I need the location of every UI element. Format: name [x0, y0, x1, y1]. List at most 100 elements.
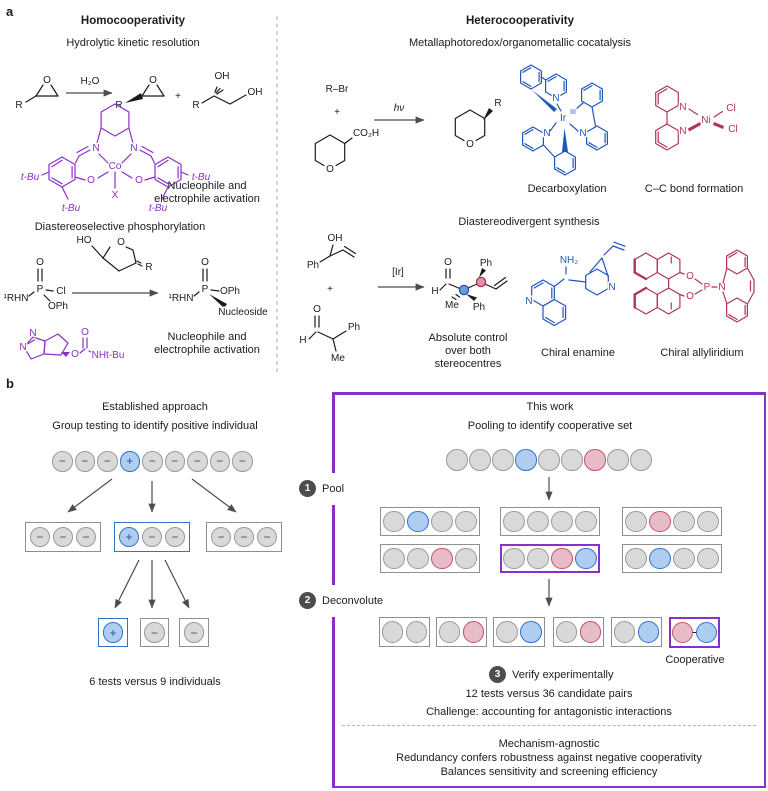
sample-circle-gray [455, 510, 477, 533]
sample-circle-gray [673, 510, 695, 533]
sample-circle-gray: − [52, 451, 73, 472]
homo-title: Homocooperativity [81, 15, 186, 27]
sample-circle-gray [527, 547, 549, 570]
sample-circle-blue [695, 621, 718, 644]
sample-circle-gray [630, 449, 652, 471]
reaction-arrow-4: [Ir] [378, 266, 425, 291]
svg-text:P: P [704, 282, 711, 293]
pair-box [436, 617, 487, 647]
svg-text:NHt-Bu: NHt-Bu [92, 350, 125, 361]
svg-text:N: N [130, 143, 137, 154]
tests-line: 12 tests versus 36 candidate pairs [465, 688, 633, 700]
single-box-positive: + [98, 618, 128, 647]
sample-circle-red [649, 510, 671, 533]
sample-circle-red [462, 621, 485, 643]
svg-text:O: O [201, 257, 209, 268]
svg-text:Cl: Cl [728, 124, 737, 135]
svg-text:N: N [608, 282, 615, 293]
reaction-arrow-1: H₂O [66, 75, 113, 97]
svg-text:N: N [92, 143, 99, 154]
sample-circle-gray [469, 449, 491, 471]
sample-circle-gray: − [256, 526, 278, 548]
individuals-row: −−−+−−−−− [52, 451, 253, 472]
sample-circle-gray [446, 449, 468, 471]
step-1-pool: 1 Pool [299, 480, 345, 497]
svg-text:t-Bu: t-Bu [21, 172, 40, 183]
hetero-scheme2-title: Diastereodivergent synthesis [458, 216, 600, 228]
sample-circle-blue [515, 449, 537, 471]
svg-text:[Ir]: [Ir] [392, 267, 404, 278]
sample-circle-gray: − [183, 622, 205, 643]
sample-circle-gray [561, 449, 583, 471]
step-1-label: Pool [322, 482, 345, 495]
svg-text:Ph: Ph [348, 322, 360, 333]
svg-text:Co: Co [109, 161, 122, 172]
sample-circle-red [671, 621, 694, 644]
pair-box [553, 617, 604, 647]
sample-circle-gray [438, 621, 461, 643]
pool-box [380, 507, 480, 536]
svg-text:N: N [543, 128, 550, 139]
pair-box [379, 617, 430, 647]
thiswork-frame-bottom [332, 785, 766, 788]
svg-text:Me: Me [331, 353, 345, 364]
thiswork-frame-left-seg1 [332, 392, 335, 473]
svg-text:O: O [313, 304, 321, 315]
sample-circle-red [579, 621, 602, 643]
sample-circle-gray [503, 547, 525, 570]
svg-text:O: O [149, 75, 157, 86]
svg-text:III: III [570, 109, 576, 116]
svg-text:hν: hν [394, 103, 405, 114]
thiswork-frame-top [332, 392, 766, 395]
sample-circle-gray: − [232, 451, 253, 472]
step-2-deconvolute: 2 Deconvolute [299, 592, 384, 609]
svg-text:OH: OH [248, 87, 263, 98]
stereo-product: O H Me Ph Ph [430, 256, 508, 315]
sample-circle-red [551, 547, 573, 570]
pool-box-positive: +−− [114, 522, 190, 552]
sample-circle-red [431, 547, 453, 570]
plus-sign: + [334, 107, 340, 118]
homo-caption2-l2: electrophile activation [154, 344, 260, 356]
footer-line-2: Redundancy confers robustness against ne… [396, 752, 702, 764]
sample-circle-gray [551, 510, 573, 533]
sample-circle-gray: − [74, 451, 95, 472]
challenge-line: Challenge: accounting for antagonistic i… [426, 706, 672, 718]
established-subtitle: Group testing to identify positive indiv… [52, 420, 258, 432]
nucleoside-sugar: HO O R [75, 234, 154, 275]
sample-circle-red [584, 449, 606, 471]
established-caption: 6 tests versus 9 individuals [89, 676, 221, 688]
nickel-cocatalyst: N N Ni Cl Cl [655, 85, 739, 151]
svg-text:t-Bu: t-Bu [62, 203, 81, 214]
svg-text:R: R [192, 100, 199, 111]
cobalt-salen-catalyst: N N Co O O [19, 103, 212, 216]
svg-text:OH: OH [328, 233, 343, 244]
sample-circle-blue: + [119, 451, 140, 472]
cooperative-label: Cooperative [665, 654, 725, 666]
homo-caption1-l2: electrophile activation [154, 193, 260, 205]
svg-text:O: O [686, 291, 694, 302]
svg-text:N: N [29, 328, 36, 339]
pair-box [611, 617, 662, 647]
iridium-photocatalyst: N N N Ir III [519, 64, 609, 176]
pool-box [380, 544, 480, 573]
step-3-verify: 3 Verify experimentally [489, 666, 614, 683]
step-3-number: 3 [489, 666, 506, 683]
svg-text:OH: OH [215, 71, 230, 82]
reaction-arrow-3: hν [374, 102, 425, 124]
sample-circle-gray [383, 547, 405, 570]
svg-text:Ir: Ir [560, 113, 567, 124]
svg-text:NH₂: NH₂ [560, 255, 578, 266]
sample-circle-gray: − [210, 526, 232, 548]
sample-circle-blue: + [118, 526, 140, 548]
sample-circle-gray: − [52, 526, 74, 548]
sample-circle-gray: − [164, 526, 186, 548]
product-caption-l3: stereocentres [435, 358, 502, 370]
svg-text:R: R [494, 98, 501, 109]
svg-text:Cl: Cl [56, 286, 65, 297]
thp-product: O R [454, 97, 503, 152]
pool-box [622, 544, 722, 573]
panel-b-label: b [6, 376, 14, 391]
step-2-number: 2 [299, 592, 316, 609]
phosphoryl-chloride: O P ¹RHN Cl OPh [2, 256, 70, 314]
